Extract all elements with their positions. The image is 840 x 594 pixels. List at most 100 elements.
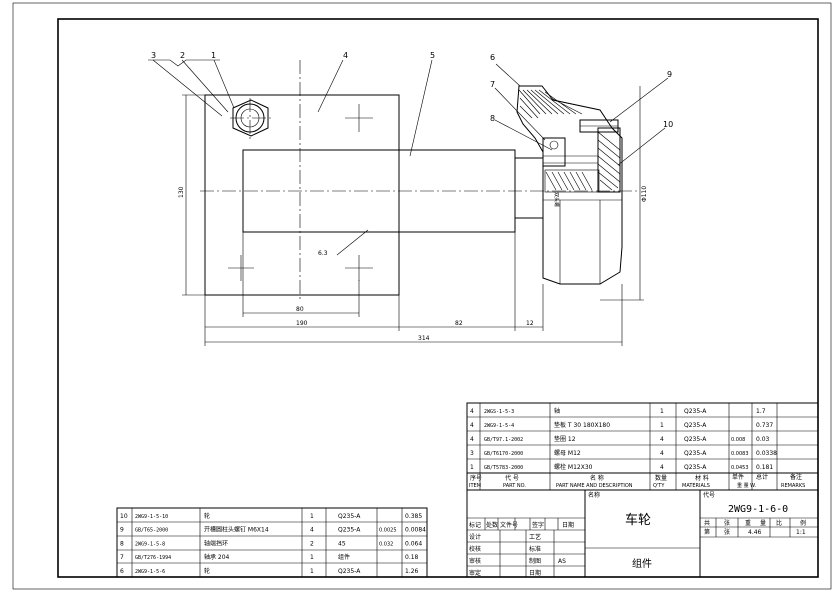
bom-no: 6 — [120, 568, 124, 575]
bom-material: 45 — [338, 540, 346, 547]
bom-qty: 1 — [310, 568, 314, 575]
assembly-label: 组件 — [632, 557, 652, 570]
bom-name: 轮 — [204, 512, 210, 520]
svg-text:ITEM: ITEM — [469, 483, 481, 489]
outer-border — [12, 2, 832, 590]
bom-code: 2WG9-1-5-6 — [135, 569, 165, 575]
bom-name: 开槽圆柱头螺钉 M6X14 — [204, 526, 269, 534]
balloon-10: 10 — [663, 120, 673, 129]
bom-material: 组件 — [338, 553, 350, 561]
bom-name: 轴 — [554, 407, 560, 415]
title-block — [466, 489, 819, 578]
dim-height: 130 — [178, 186, 185, 198]
label-design: 设计 — [469, 533, 481, 541]
label-code: 代号 — [703, 491, 715, 499]
bottom-bom-table — [116, 507, 428, 578]
svg-text:重: 重 — [745, 519, 751, 527]
bom-code: 2WG9-1-5-4 — [484, 423, 514, 429]
svg-text:处数: 处数 — [486, 521, 498, 529]
dim-bolt-spacing: 80 — [296, 306, 304, 313]
svg-text:REMARKS: REMARKS — [781, 483, 805, 489]
bom-unit-weight: 0.032 — [379, 541, 393, 547]
bom-code: 2WG9-1-5-10 — [135, 514, 168, 520]
bom-code: GB/T6170-2000 — [484, 451, 523, 457]
bom-name: 螺母 M12 — [554, 449, 581, 457]
bom-no: 9 — [120, 527, 124, 534]
bom-qty: 4 — [660, 450, 664, 457]
bom-unit-weight: 0.008 — [731, 437, 745, 443]
bom-total-weight: 0.0084 — [405, 527, 426, 534]
label-approve: 审定 — [469, 569, 481, 577]
bom-no: 3 — [470, 450, 474, 457]
dim-total-length: 314 — [418, 335, 430, 342]
bom-code: GB/T65-2000 — [135, 528, 168, 534]
roughness-mark: 6.3 — [318, 250, 328, 257]
bom-name: 垫圈 12 — [554, 435, 576, 443]
balloon-5: 5 — [430, 51, 435, 60]
bom-total-weight: 1.26 — [405, 568, 419, 575]
svg-text:Q'TY: Q'TY — [653, 483, 665, 489]
svg-text:MATERIALS: MATERIALS — [682, 483, 710, 489]
svg-text:备注: 备注 — [790, 473, 802, 481]
bom-name: 垫板 T 30 180X180 — [554, 421, 610, 429]
assembly-view: 1 2 3 4 5 6 7 8 9 10 130 80 — [148, 51, 673, 346]
svg-text:文件号: 文件号 — [500, 521, 518, 529]
svg-text:日期: 日期 — [562, 521, 574, 529]
balloon-1: 1 — [211, 51, 216, 60]
bom-no: 7 — [120, 554, 124, 561]
top-bom-header: 序号 ITEM 代 号 PART NO. 名 称 PART NAME AND D… — [469, 473, 805, 489]
balloon-8: 8 — [490, 114, 495, 123]
top-bom-table — [466, 402, 819, 491]
drawn-by: AS — [558, 558, 566, 565]
bom-code: GB/T5783-2000 — [484, 465, 523, 471]
bom-total-weight: 0.064 — [405, 540, 422, 547]
bom-qty: 4 — [660, 464, 664, 471]
svg-text:PART NO.: PART NO. — [503, 483, 526, 489]
bom-no: 8 — [120, 540, 124, 547]
svg-text:单件: 单件 — [732, 473, 744, 481]
svg-text:名 称: 名 称 — [590, 474, 604, 482]
label-check: 校核 — [469, 545, 481, 553]
wheel — [516, 85, 623, 285]
bom-name: 轮 — [204, 567, 210, 575]
balloon-7: 7 — [490, 80, 495, 89]
label-drawn: 制图 — [529, 557, 541, 565]
bom-material: Q235-A — [684, 436, 707, 443]
balloon-9: 9 — [667, 70, 672, 79]
svg-text:材 料: 材 料 — [695, 474, 709, 482]
part-name: 车轮 — [625, 512, 651, 528]
bom-total-weight: 1.7 — [756, 408, 766, 415]
dim-diameter: Φ110 — [641, 186, 648, 202]
bom-name: 轴承 204 — [204, 553, 230, 561]
svg-text:张: 张 — [724, 528, 730, 536]
svg-text:PART NAME AND DESCRIPTION: PART NAME AND DESCRIPTION — [556, 483, 633, 489]
bom-unit-weight: 0.0025 — [379, 528, 397, 534]
bom-qty: 1 — [660, 422, 664, 429]
balloon-3: 3 — [151, 51, 156, 60]
total-weight: 4.46 — [748, 529, 762, 536]
bom-total-weight: 0.385 — [405, 513, 422, 520]
svg-text:第: 第 — [704, 528, 710, 536]
bom-no: 10 — [120, 513, 128, 520]
dim-plate-width: 190 — [296, 320, 308, 327]
drawing-number: 2WG9-1-6-0 — [728, 504, 788, 515]
svg-text:标记: 标记 — [469, 521, 481, 529]
label-date: 日期 — [529, 569, 541, 577]
bom-qty: 2 — [310, 540, 314, 547]
bom-material: Q235-A — [684, 408, 707, 415]
bom-name: 螺栓 M12X30 — [554, 463, 593, 471]
bom-material: Q235-A — [338, 568, 361, 575]
svg-text:序号: 序号 — [470, 474, 482, 482]
bom-code: 2WG9-1-5-8 — [135, 541, 165, 547]
scale: 1:1 — [796, 529, 806, 536]
bom-no: 4 — [470, 436, 474, 443]
bom-no: 4 — [470, 408, 474, 415]
label-process: 工艺 — [529, 533, 541, 541]
svg-text:例: 例 — [800, 519, 806, 527]
dim-small: 12 — [526, 320, 534, 327]
svg-text:重 量 W.: 重 量 W. — [737, 482, 757, 489]
svg-text:签字: 签字 — [532, 521, 544, 529]
label-review: 审核 — [469, 557, 481, 565]
